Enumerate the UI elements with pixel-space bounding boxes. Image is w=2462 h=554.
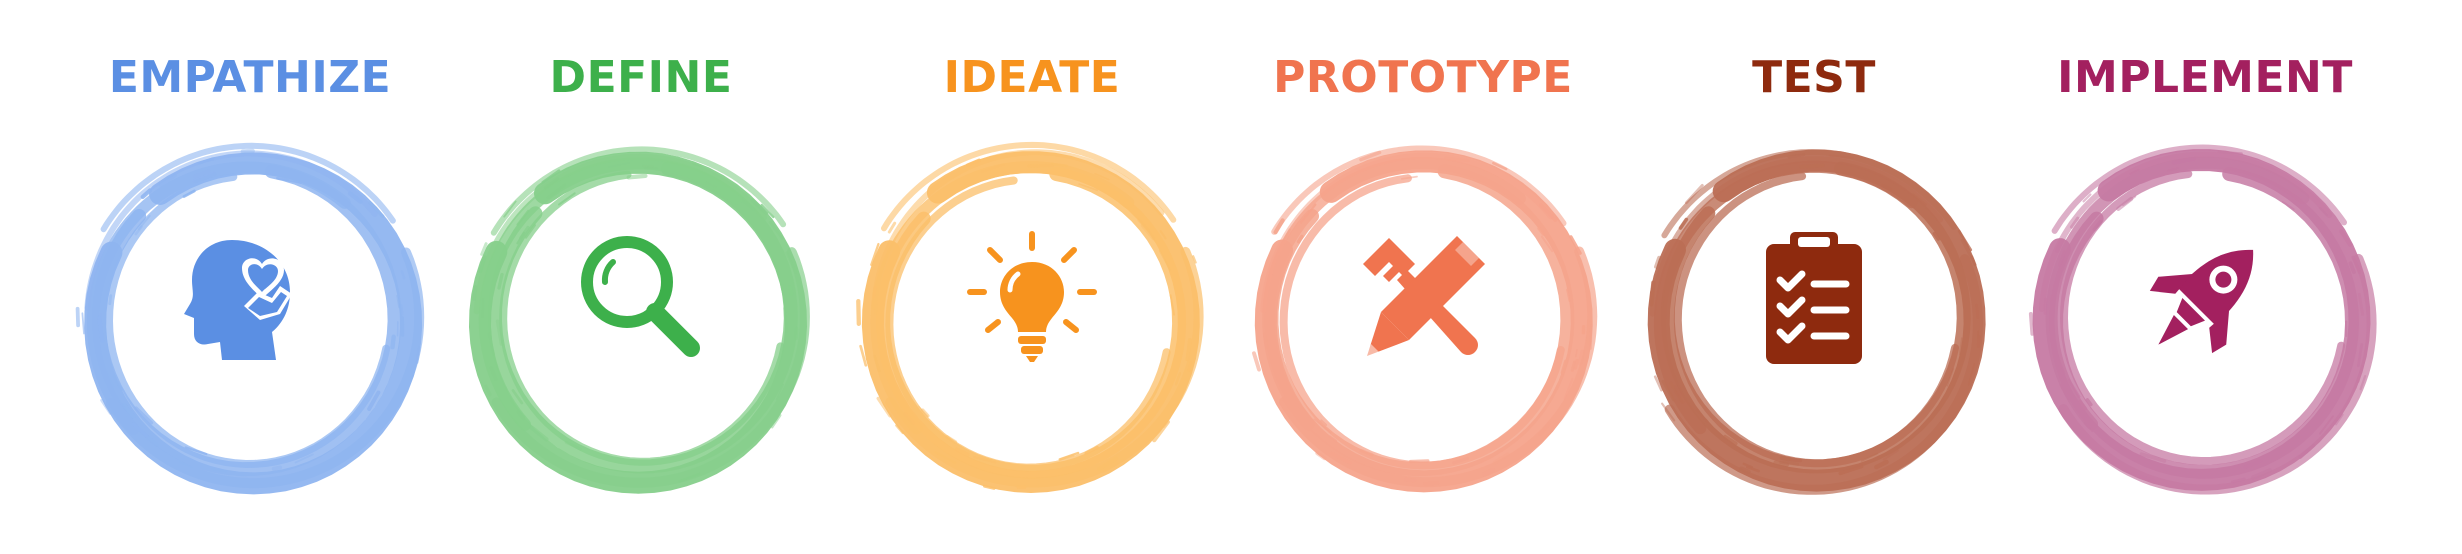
lightbulb-icon <box>967 231 1097 362</box>
stage-title-ideate: IDEATE <box>943 52 1121 103</box>
hammer-pencil-icon <box>1363 236 1485 358</box>
brush-ring-prototype <box>1252 145 1598 493</box>
stage-implement: IMPLEMENT <box>2015 0 2395 554</box>
head-heart-hands-icon <box>184 240 292 360</box>
stage-title-define: DEFINE <box>549 52 733 103</box>
stage-ideate: IDEATE <box>842 0 1222 554</box>
clipboard-checklist-icon <box>1766 232 1862 364</box>
brush-ring-empathize <box>75 142 425 495</box>
stage-empathize: EMPATHIZE <box>60 0 440 554</box>
stage-title-test: TEST <box>1752 52 1876 103</box>
stage-define: DEFINE <box>451 0 831 554</box>
rocket-icon <box>2149 249 2254 354</box>
stage-title-prototype: PROTOTYPE <box>1273 52 1573 103</box>
stage-test: TEST <box>1624 0 2004 554</box>
stage-title-implement: IMPLEMENT <box>2057 52 2353 103</box>
stage-prototype: PROTOTYPE <box>1233 0 1613 554</box>
brush-ring-define <box>468 146 810 494</box>
brush-ring-test <box>1647 148 1986 495</box>
stage-title-empathize: EMPATHIZE <box>108 52 392 103</box>
brush-ring-implement <box>2028 144 2377 495</box>
magnifier-icon <box>581 236 700 357</box>
brush-ring-ideate <box>856 141 1204 494</box>
